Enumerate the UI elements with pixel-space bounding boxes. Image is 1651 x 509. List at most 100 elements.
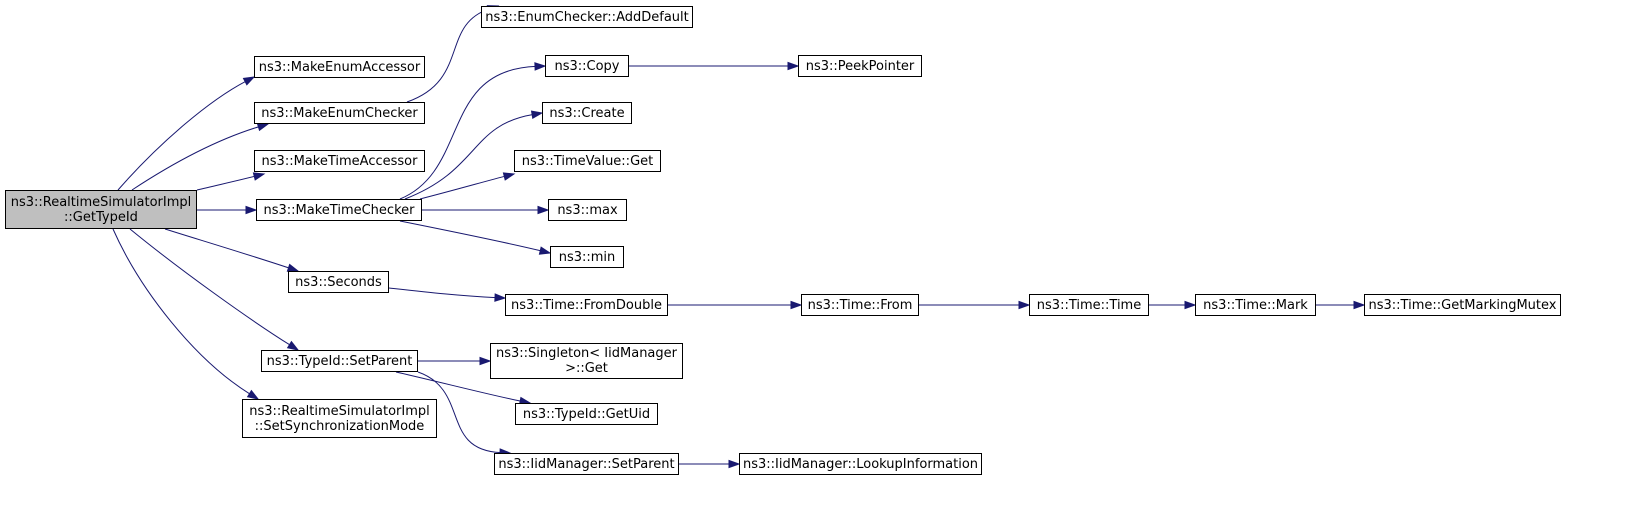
node-make-enum-accessor[interactable]: ns3::MakeEnumAccessor (254, 56, 425, 78)
node-singleton-iidmanager-get[interactable]: ns3::Singleton< IidManager>::Get (490, 343, 683, 379)
arrowhead-fromDouble (494, 293, 507, 302)
arrowhead-makeEnumAccessor (242, 76, 256, 86)
node-time-from-double-label-line: ns3::Time::FromDouble (511, 297, 662, 313)
node-enum-checker-add-default-label-line: ns3::EnumChecker::AddDefault (485, 9, 689, 25)
node-create[interactable]: ns3::Create (542, 102, 632, 124)
edge-root-to-makeEnumAccessor (117, 80, 247, 191)
node-make-enum-checker[interactable]: ns3::MakeEnumChecker (254, 102, 425, 124)
node-realtime-simulator-impl-gettypeid-label-line: ns3::RealtimeSimulatorImpl (10, 194, 192, 210)
node-singleton-iidmanager-get-label-line: ns3::Singleton< IidManager (495, 346, 677, 361)
node-make-enum-accessor-label: ns3::MakeEnumAccessor (259, 60, 420, 75)
edge-makeEnumChecker-to-enumAddDefault (406, 8, 490, 103)
node-iidmanager-lookup-information-label-line: ns3::IidManager::LookupInformation (742, 456, 979, 472)
node-iidmanager-lookup-information-label: ns3::IidManager::LookupInformation (743, 457, 978, 472)
node-min-label: ns3::min (559, 250, 616, 265)
node-realtime-simulator-impl-gettypeid: ns3::RealtimeSimulatorImpl::GetTypeId (5, 190, 197, 229)
node-copy[interactable]: ns3::Copy (545, 55, 629, 77)
node-realtime-simulator-impl-gettypeid-label: ns3::RealtimeSimulatorImpl::GetTypeId (11, 195, 192, 225)
edge-setParent-to-getUid (395, 371, 522, 402)
node-time-value-get[interactable]: ns3::TimeValue::Get (514, 150, 661, 172)
arrowhead-makeTimeAccessor (252, 172, 266, 181)
node-typeid-get-uid-label-line: ns3::TypeId::GetUid (522, 406, 651, 422)
node-typeid-set-parent[interactable]: ns3::TypeId::SetParent (261, 350, 418, 372)
node-make-time-accessor-label-line: ns3::MakeTimeAccessor (261, 153, 418, 169)
node-make-time-accessor[interactable]: ns3::MakeTimeAccessor (254, 150, 425, 172)
node-copy-label-line: ns3::Copy (554, 58, 620, 74)
node-realtime-simulator-impl-set-sync-mode-label-line: ns3::RealtimeSimulatorImpl (249, 403, 430, 419)
node-max-label-line: ns3::max (557, 202, 618, 218)
node-time-get-marking-mutex-label: ns3::Time::GetMarkingMutex (1369, 298, 1557, 313)
node-time-time[interactable]: ns3::Time::Time (1029, 294, 1149, 316)
node-realtime-simulator-impl-gettypeid-label-line: ::GetTypeId (64, 209, 138, 225)
node-peek-pointer-label: ns3::PeekPointer (806, 59, 915, 74)
node-seconds[interactable]: ns3::Seconds (288, 271, 389, 293)
node-realtime-simulator-impl-set-sync-mode-label-line: ::SetSynchronizationMode (254, 418, 425, 434)
node-typeid-set-parent-label-line: ns3::TypeId::SetParent (266, 353, 413, 369)
node-time-from-double-label: ns3::Time::FromDouble (511, 298, 662, 313)
node-time-time-label: ns3::Time::Time (1037, 298, 1141, 313)
node-enum-checker-add-default[interactable]: ns3::EnumChecker::AddDefault (481, 6, 693, 28)
node-time-get-marking-mutex[interactable]: ns3::Time::GetMarkingMutex (1364, 294, 1561, 316)
edge-makeTimeChecker-to-timeValueGet (419, 175, 506, 200)
node-seconds-label: ns3::Seconds (295, 275, 382, 290)
arrowhead-timeTime (1018, 300, 1031, 310)
node-time-value-get-label-line: ns3::TimeValue::Get (521, 153, 654, 169)
node-min[interactable]: ns3::min (550, 246, 624, 268)
node-time-mark[interactable]: ns3::Time::Mark (1195, 294, 1316, 316)
edge-root-to-setSyncMode (112, 228, 251, 395)
node-time-value-get-label: ns3::TimeValue::Get (522, 154, 654, 169)
arrowhead-setSyncMode (246, 389, 260, 400)
arrowhead-peekPointer (787, 61, 800, 71)
node-make-enum-checker-label: ns3::MakeEnumChecker (261, 106, 418, 121)
node-seconds-label-line: ns3::Seconds (295, 274, 382, 290)
arrowhead-makeEnumChecker (256, 122, 270, 132)
node-time-time-label-line: ns3::Time::Time (1036, 297, 1142, 313)
arrowhead-makeTimeChecker (245, 205, 258, 215)
node-peek-pointer[interactable]: ns3::PeekPointer (798, 55, 922, 77)
node-realtime-simulator-impl-set-sync-mode[interactable]: ns3::RealtimeSimulatorImpl::SetSynchroni… (242, 399, 437, 438)
node-time-from-double[interactable]: ns3::Time::FromDouble (505, 294, 668, 316)
edge-makeTimeChecker-to-create (404, 113, 534, 200)
node-time-from-label-line: ns3::Time::From (807, 297, 913, 313)
node-typeid-get-uid-label: ns3::TypeId::GetUid (523, 407, 650, 422)
node-copy-label: ns3::Copy (554, 59, 619, 74)
node-time-get-marking-mutex-label-line: ns3::Time::GetMarkingMutex (1368, 297, 1557, 313)
node-make-enum-checker-label-line: ns3::MakeEnumChecker (261, 105, 418, 121)
node-peek-pointer-label-line: ns3::PeekPointer (805, 58, 915, 74)
node-max[interactable]: ns3::max (548, 199, 627, 221)
node-create-label-line: ns3::Create (549, 105, 625, 121)
node-singleton-iidmanager-get-label: ns3::Singleton< IidManager>::Get (496, 346, 677, 376)
node-make-enum-accessor-label-line: ns3::MakeEnumAccessor (258, 59, 421, 75)
node-make-time-checker-label: ns3::MakeTimeChecker (264, 203, 415, 218)
node-iidmanager-set-parent-label-line: ns3::IidManager::SetParent (498, 456, 675, 472)
arrowhead-create (530, 110, 544, 119)
node-typeid-get-uid[interactable]: ns3::TypeId::GetUid (515, 403, 658, 425)
arrowhead-copy (534, 62, 547, 71)
node-enum-checker-add-default-label: ns3::EnumChecker::AddDefault (485, 10, 688, 25)
node-make-time-checker-label-line: ns3::MakeTimeChecker (263, 202, 415, 218)
node-time-from[interactable]: ns3::Time::From (801, 294, 919, 316)
edge-makeTimeChecker-to-copy (399, 65, 537, 200)
node-realtime-simulator-impl-set-sync-mode-label: ns3::RealtimeSimulatorImpl::SetSynchroni… (249, 404, 430, 434)
node-typeid-set-parent-label: ns3::TypeId::SetParent (267, 354, 413, 369)
arrowhead-timeValueGet (502, 172, 516, 181)
node-make-time-accessor-label: ns3::MakeTimeAccessor (262, 154, 418, 169)
arrowhead-timeFrom (790, 300, 803, 310)
node-max-label: ns3::max (557, 203, 617, 218)
arrowhead-min (538, 246, 552, 255)
arrowhead-max (537, 205, 550, 215)
node-make-time-checker[interactable]: ns3::MakeTimeChecker (256, 199, 422, 221)
arrowhead-timeMark (1184, 300, 1197, 310)
edge-root-to-makeEnumChecker (131, 126, 260, 191)
node-time-from-label: ns3::Time::From (808, 298, 913, 313)
edge-root-to-seconds (164, 228, 290, 269)
node-iidmanager-lookup-information[interactable]: ns3::IidManager::LookupInformation (739, 453, 982, 475)
arrowhead-lookupInformation (728, 459, 741, 469)
edge-setParent-to-iidSetParent (417, 371, 502, 454)
node-time-mark-label-line: ns3::Time::Mark (1203, 297, 1308, 313)
node-iidmanager-set-parent[interactable]: ns3::IidManager::SetParent (494, 453, 679, 475)
arrowhead-getMarkingMutex (1353, 300, 1366, 310)
arrowhead-singletonGet (479, 356, 492, 366)
